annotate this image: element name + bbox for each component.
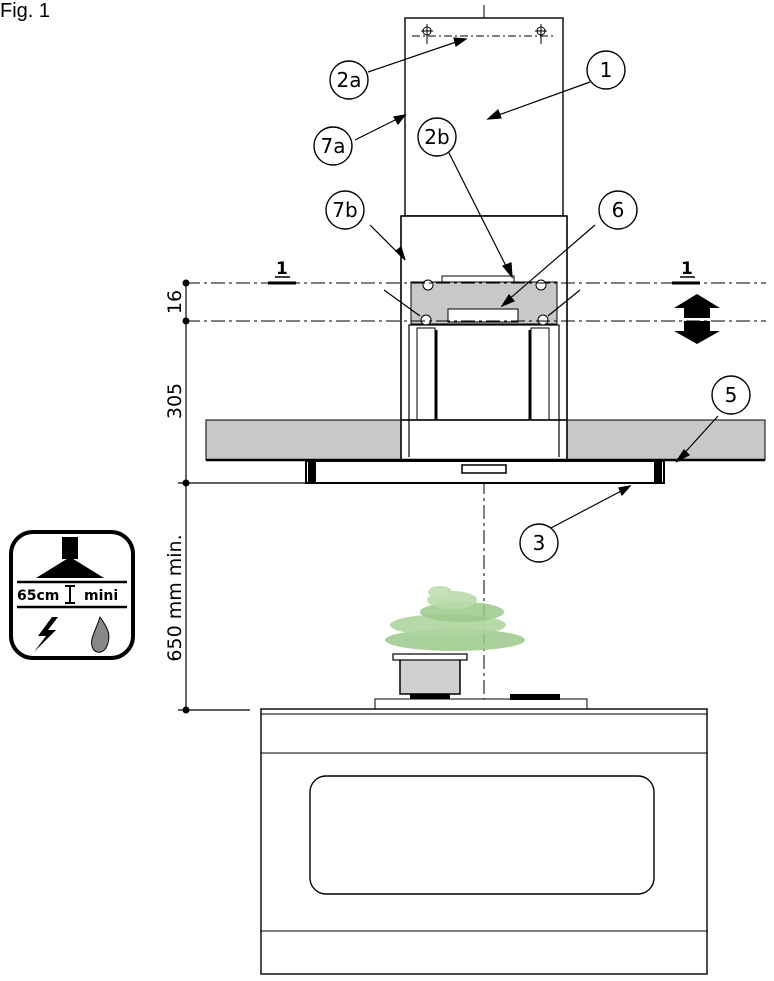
- screw-icon: [535, 24, 547, 44]
- electric-bolt-icon: [34, 617, 58, 652]
- hood-light: [461, 464, 507, 474]
- hood-edge-right: [654, 461, 662, 483]
- safety-distance-icon: 65cm mini: [9, 530, 135, 660]
- hood-edge-left: [308, 461, 316, 483]
- callout-5: 5: [711, 375, 751, 415]
- callout-7a-label: 7a: [321, 134, 346, 158]
- oven-cabinet: [260, 708, 708, 975]
- callout-6-label: 6: [612, 198, 625, 222]
- dimension-body-height: 305: [164, 383, 186, 419]
- callout-6: 6: [598, 190, 638, 230]
- callout-7b-label: 7b: [332, 198, 357, 222]
- section-mark-right: 1: [681, 259, 693, 279]
- safety-distance-value: 65cm: [17, 588, 59, 604]
- chimney-through-ceiling: [400, 419, 568, 461]
- upper-chimney: [404, 17, 564, 217]
- callout-2a: 2a: [329, 60, 369, 100]
- gas-flame-icon: [91, 615, 110, 653]
- callout-3: 3: [519, 523, 559, 563]
- callout-5-label: 5: [725, 383, 738, 407]
- callout-1: 1: [586, 50, 626, 90]
- dimension-top-gap: 16: [164, 290, 186, 314]
- section-mark-left: 1: [276, 259, 288, 279]
- callout-2b-label: 2b: [424, 125, 449, 149]
- cooktop: [374, 698, 588, 710]
- screw-icon: [421, 24, 433, 44]
- burner: [510, 694, 560, 700]
- callout-7a: 7a: [313, 126, 353, 166]
- figure-label: Fig. 1: [0, 0, 51, 22]
- bracket-6: [447, 308, 519, 323]
- bracket-2b: [441, 275, 515, 283]
- callout-2a-label: 2a: [337, 68, 362, 92]
- leader-lines: [354, 37, 719, 530]
- callout-2b: 2b: [417, 117, 457, 157]
- oven-door-window: [309, 775, 655, 895]
- callout-1-label: 1: [600, 58, 613, 82]
- adjust-arrow-icon: [674, 294, 720, 344]
- callout-7b: 7b: [325, 190, 365, 230]
- callout-3-label: 3: [533, 531, 546, 555]
- dimension-hob-clearance: 650 mm min.: [164, 534, 186, 661]
- safety-distance-label: mini: [84, 588, 118, 604]
- steam-illustration: [385, 586, 525, 651]
- cooking-pot: [392, 653, 468, 700]
